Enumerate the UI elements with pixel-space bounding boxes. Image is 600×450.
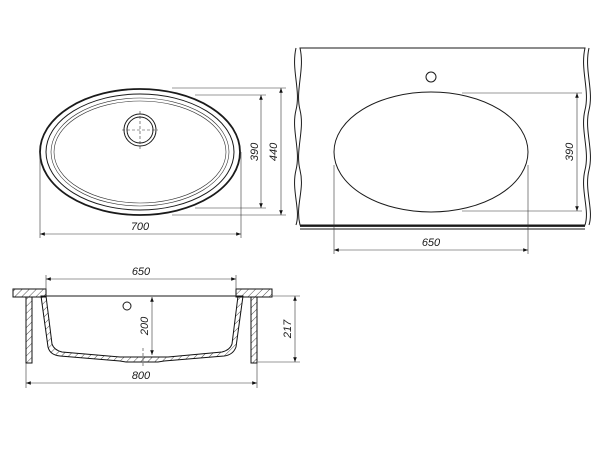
dimension-650-countertop: 650: [333, 165, 529, 254]
dimension-440: 440: [172, 87, 286, 216]
dimension-label: 440: [268, 142, 280, 161]
dimension-217: 217: [258, 295, 300, 363]
sink-outer-rim: [39, 88, 241, 216]
dimension-label: 390: [564, 142, 576, 161]
dimension-390-top: 390: [195, 94, 266, 209]
sink-cutout: [333, 91, 529, 213]
dimension-390-countertop: 390: [462, 92, 582, 212]
countertop-view: 390 650: [294, 47, 591, 254]
dimension-label: 217: [282, 319, 294, 339]
dimension-800: 800: [25, 363, 258, 388]
dimension-700: 700: [39, 152, 242, 238]
dimension-label: 650: [132, 266, 151, 278]
countertop-outline: [298, 47, 587, 226]
sink-bowl-edge-2: [53, 100, 227, 204]
dimension-label: 800: [132, 370, 151, 382]
drain-icon: [122, 111, 158, 149]
dimension-200: 200: [139, 297, 154, 355]
faucet-hole: [425, 71, 437, 83]
dimension-label: 200: [139, 316, 151, 336]
cabinet-right-wall: [250, 296, 258, 364]
sink-bowl-edge: [50, 97, 230, 207]
dimension-650-section: 650: [45, 266, 237, 290]
dimension-label: 700: [131, 221, 150, 233]
sink-rim-inner: [45, 93, 235, 211]
dimension-label: 650: [422, 237, 441, 249]
dimension-label: 390: [249, 142, 261, 161]
section-view: 650 200 217 800: [12, 266, 300, 388]
top-view: 390 440 700: [39, 87, 286, 238]
overflow-hole: [122, 301, 132, 311]
sink-basin-section: [40, 295, 244, 363]
cabinet-left-wall: [25, 296, 33, 364]
